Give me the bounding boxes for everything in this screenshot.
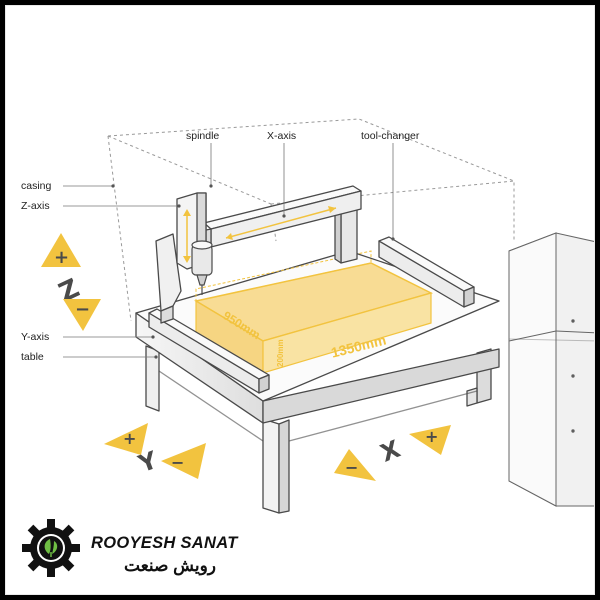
y-minus-triangle [161, 443, 206, 479]
z-plus-triangle [41, 233, 81, 267]
brand-name-english: ROOYESH SANAT [91, 534, 238, 552]
y-plus-triangle [104, 423, 148, 455]
x-plus-sign: + [425, 427, 438, 446]
tool-changer-label: tool-changer [361, 130, 420, 142]
z-dimension-label: 200mm [276, 339, 285, 367]
y-minus-sign: − [171, 453, 184, 472]
brand-gear-logo-icon [22, 519, 80, 577]
z-minus-sign: − [75, 299, 90, 320]
x-axis-label: X-axis [267, 130, 296, 142]
x-minus-sign: − [345, 458, 358, 477]
x-plus-triangle [409, 425, 451, 455]
casing-label: casing [21, 180, 52, 192]
leader-lines [63, 143, 394, 358]
cnc-router-diagram: 1350mm 950mm 200mm spindle X-axis tool-c… [21, 118, 594, 577]
spindle [191, 240, 213, 295]
x-minus-triangle [334, 449, 376, 481]
y-plus-sign: + [123, 429, 136, 448]
x-letter: X [376, 435, 404, 468]
control-cabinet [508, 232, 594, 507]
work-area [193, 250, 434, 375]
table-label: table [21, 351, 44, 363]
y-axis-rail [148, 308, 270, 394]
z-plus-sign: + [54, 247, 69, 268]
y-axis-marker: + Y − [104, 423, 206, 479]
tool-changer-rail [378, 236, 475, 308]
y-letter: Y [134, 446, 161, 479]
y-axis-label: Y-axis [21, 331, 49, 343]
x-axis-motion-arrow [225, 206, 337, 240]
brand-name-persian: رویش صنعت [124, 556, 217, 575]
diagram-frame: 1350mm 950mm 200mm spindle X-axis tool-c… [5, 5, 595, 595]
z-axis-marker: + Z − [41, 233, 101, 331]
z-minus-triangle [63, 299, 101, 331]
z-axis-label: Z-axis [21, 200, 50, 212]
z-axis-motion-arrow [183, 209, 191, 263]
leader-dots [111, 184, 395, 359]
x-axis-marker: − X + [334, 425, 451, 481]
spindle-label: spindle [186, 130, 219, 142]
